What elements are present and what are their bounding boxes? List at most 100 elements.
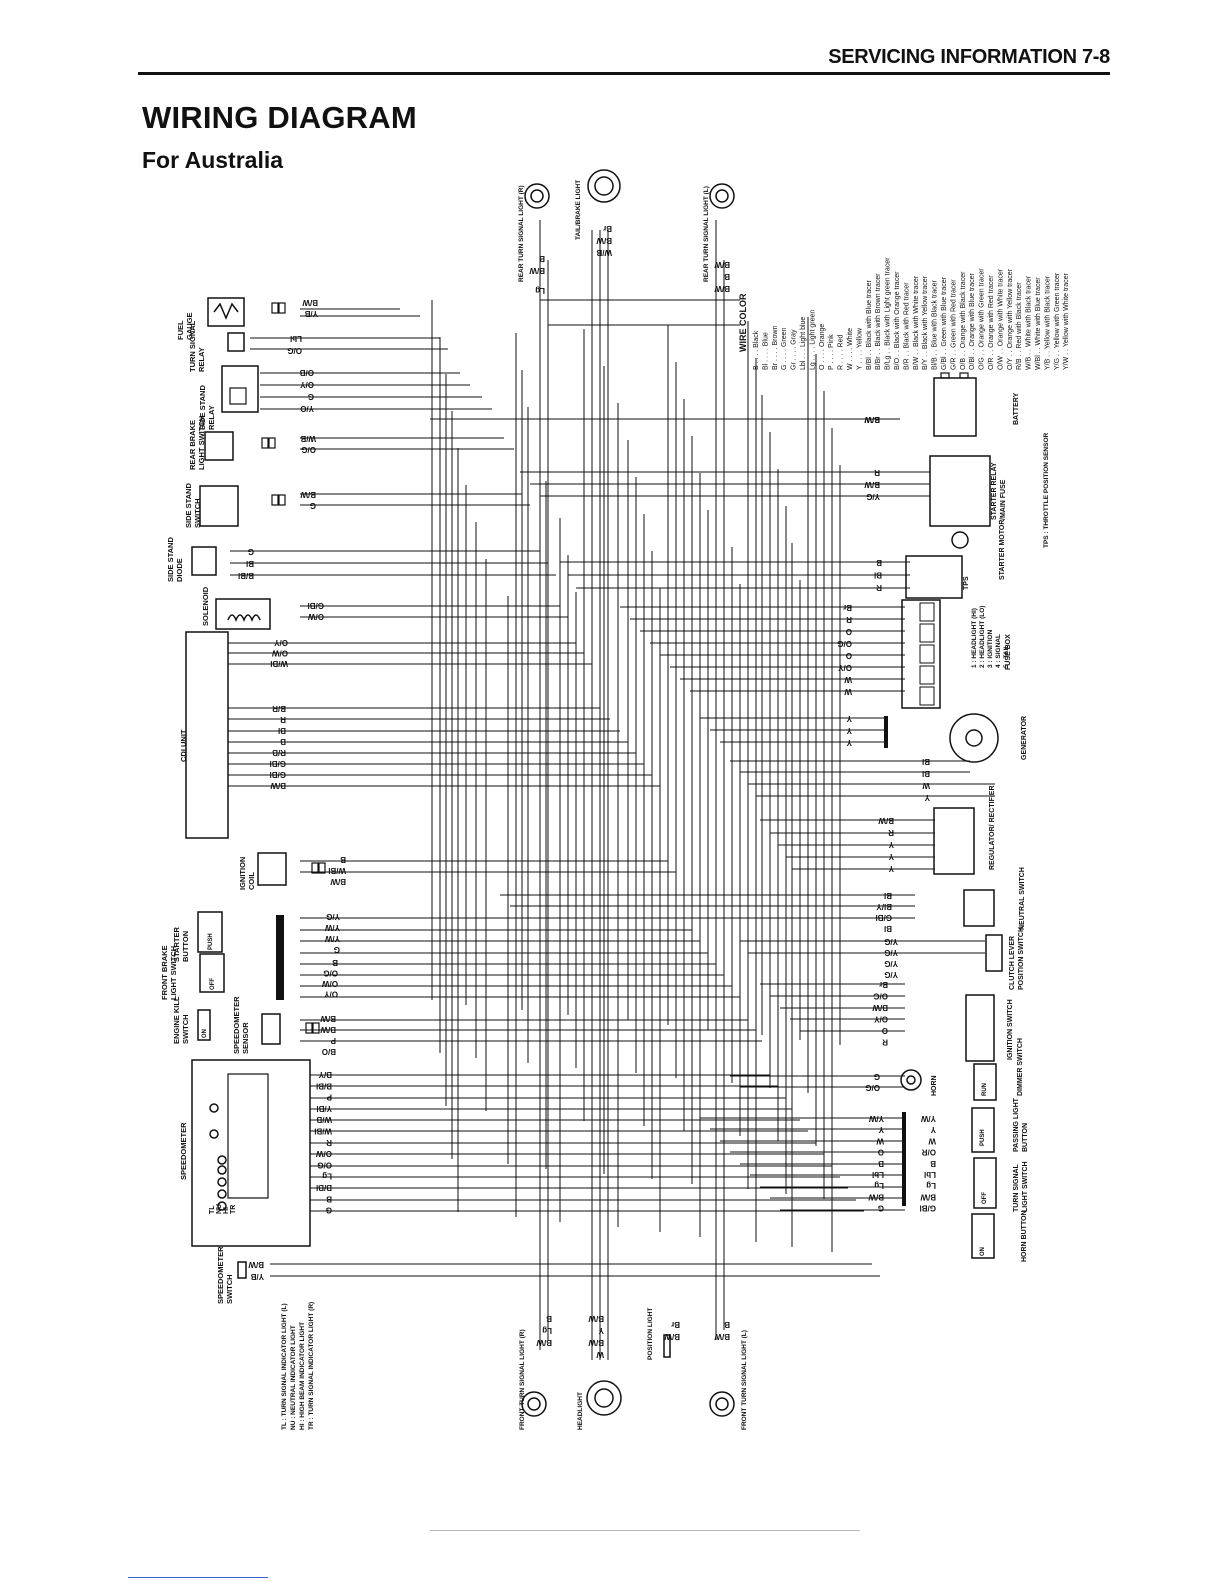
wire-regulator-2: Y — [888, 840, 894, 849]
wire-color-entry-33: Y/W . . Yellow with White tracer — [1063, 272, 1070, 370]
rear-brake-switch-box — [204, 431, 234, 461]
wire-cdi-lower-7: B/W — [270, 781, 286, 790]
indicator-lamp-0 — [217, 1155, 227, 1165]
wire-clutch-2: Y/G — [884, 959, 898, 968]
wire-color-entry-2: Br . . . . Brown — [772, 326, 779, 370]
label-left-4-b: SWITCH — [193, 498, 202, 528]
wire-fuse-box-3: O/G — [837, 639, 852, 648]
label-right-12-b: BUTTON — [1022, 1123, 1029, 1152]
wire-color-entry-30: W/Bl . . White with Blue tracer — [1035, 277, 1042, 370]
wire-color-entry-4: Gr . . . . Gray — [791, 329, 798, 370]
wire-starter-relay-0: R — [874, 468, 880, 477]
wire-color-entry-19: Bl/B . . Blue with Black tracer — [932, 279, 939, 370]
label-left-9-b: BUTTON — [181, 931, 190, 962]
wire-speedometer-7: O/W — [316, 1149, 332, 1158]
label-right-7: NEUTRAL SWITCH — [1019, 867, 1026, 930]
wire-kill-speed-1: B/W — [320, 1025, 336, 1034]
label-right-1-a: STARTER RELAY — [991, 462, 998, 520]
turn-signal-switch-box — [973, 1157, 997, 1209]
wire-cdi-upper-1: O/W — [272, 649, 288, 658]
battery-terminal-neg — [959, 372, 969, 379]
wire-solenoid-1: O/W — [308, 612, 324, 621]
wire-starter-button-2: Y/W — [324, 934, 340, 943]
wire-bottom-lights-head-3: W — [596, 1350, 604, 1359]
wire-starter-relay-1: B/W — [864, 480, 880, 489]
wire-switches-right-a-6: Lg — [874, 1181, 884, 1190]
switch-cell-6: ON — [980, 1247, 986, 1256]
page-subtitle: For Australia — [142, 147, 284, 173]
rear-brake-connector-b — [268, 437, 276, 449]
wire-switches-right-b-2: W — [928, 1136, 936, 1145]
wire-bottom-lights-r-1: Lg — [542, 1326, 552, 1335]
fuse-box — [901, 599, 941, 709]
speedometer-switch-box — [237, 1261, 247, 1279]
wire-battery-1: B/W — [864, 415, 880, 424]
wire-ignition-switch-1: O/G — [873, 992, 888, 1001]
wire-starter-button-1: Y/W — [324, 923, 340, 932]
fuel-gauge-box — [207, 297, 245, 327]
wire-switches-right-b-5: Lbl — [924, 1170, 936, 1179]
wire-bottom-lights-l-0: B — [724, 1320, 730, 1329]
headlight-inner — [594, 1388, 614, 1408]
wire-battery-0: B/W — [864, 415, 880, 424]
label-left-11-a: ENGINE KILL — [172, 996, 181, 1044]
wire-bottom-lights-pos-1: B/W — [664, 1332, 680, 1341]
side-stand-switch-connector-b — [278, 494, 286, 506]
wire-horn-0: G — [874, 1072, 880, 1081]
wire-color-entry-11: Y . . . . Yellow — [856, 327, 863, 370]
wire-side-stand-relay-3: Y/O — [300, 404, 314, 413]
wire-color-entry-9: R . . . . Red — [838, 334, 845, 370]
side-stand-relay-box — [221, 365, 259, 413]
scan-mark — [430, 1530, 860, 1531]
horn-button-box — [971, 1213, 995, 1259]
wire-fuse-box-5: O/Y — [838, 663, 852, 672]
switch-cell-1: OFF — [210, 978, 216, 990]
label-left-10-a: FRONT BRAKE — [160, 945, 169, 1000]
wire-speedometer-1: B/Bl — [316, 1081, 332, 1090]
rear-turn-signal-l-bulb — [709, 183, 735, 209]
wire-switches-right-a-4: B — [878, 1159, 884, 1168]
label-right-6: REGULATOR/ RECTIFIER — [989, 785, 996, 870]
wire-ignition-coil-0: B — [340, 855, 346, 864]
label-left-0-b: GAUGE — [185, 312, 194, 340]
label-right-2: STARTER MOTOR — [999, 520, 1006, 580]
label-left-3-a: REAR BRAKE — [188, 420, 197, 470]
wire-speedometer-5: W/Bl — [314, 1127, 332, 1136]
speedometer-sensor-box — [261, 1013, 281, 1045]
label-left-11-b: SWITCH — [181, 1014, 190, 1044]
speedometer-sensor-connector-b — [312, 1022, 320, 1034]
front-turn-signal-l-bulb — [709, 1391, 735, 1417]
wire-speedometer-3: Y/Bl — [316, 1104, 332, 1113]
running-head: SERVICING INFORMATION 7-8 — [828, 46, 1110, 68]
wire-ignition-switch-5: R — [882, 1038, 888, 1047]
wire-color-entry-22: O/B . . Orange with Black tracer — [960, 271, 967, 370]
label-left-3-b: LIGHT SWITCH — [197, 416, 206, 470]
fuse-legend-3: 4 : SIGNAL — [995, 634, 1002, 668]
wire-solenoid-0: G/Bl — [308, 601, 324, 610]
wire-color-entry-25: O/R . . Orange with Red tracer — [988, 275, 995, 370]
wire-starter-button-0: Y/G — [326, 912, 340, 921]
wire-neutral-0: Bl — [884, 891, 892, 900]
label-right-10: HORN — [931, 1075, 938, 1096]
wire-switches-right-a-0: Y/W — [868, 1114, 884, 1123]
label-left-12-a: SPEEDOMETER — [232, 996, 241, 1054]
indicator-lamp-1 — [217, 1165, 227, 1175]
side-stand-switch-connector — [271, 494, 279, 506]
tps-box — [905, 555, 963, 599]
wire-top-lights-tail-2: W/B — [596, 248, 612, 257]
starter-relay-box — [929, 455, 991, 527]
wire-generator-2: Y — [846, 738, 852, 747]
switch-cell-0: PUSH — [208, 933, 214, 950]
label-right-1-b: /MAIN FUSE — [1000, 479, 1007, 520]
indicator-code-2: HI — [223, 1207, 230, 1214]
fuse-5 — [919, 686, 935, 706]
wire-switches-right-b-8: G/Bl — [920, 1204, 936, 1213]
side-stand-relay-coil — [229, 387, 247, 405]
wire-ignition-switch-0: Br — [879, 980, 888, 989]
engine-kill-switch-box — [197, 1009, 211, 1041]
wire-top-lights-l-0: B/W — [714, 260, 730, 269]
indicator-code-1: NU — [216, 1204, 223, 1214]
wire-color-title: WIRE COLOR — [738, 293, 748, 352]
indicator-lamp-2 — [217, 1177, 227, 1187]
